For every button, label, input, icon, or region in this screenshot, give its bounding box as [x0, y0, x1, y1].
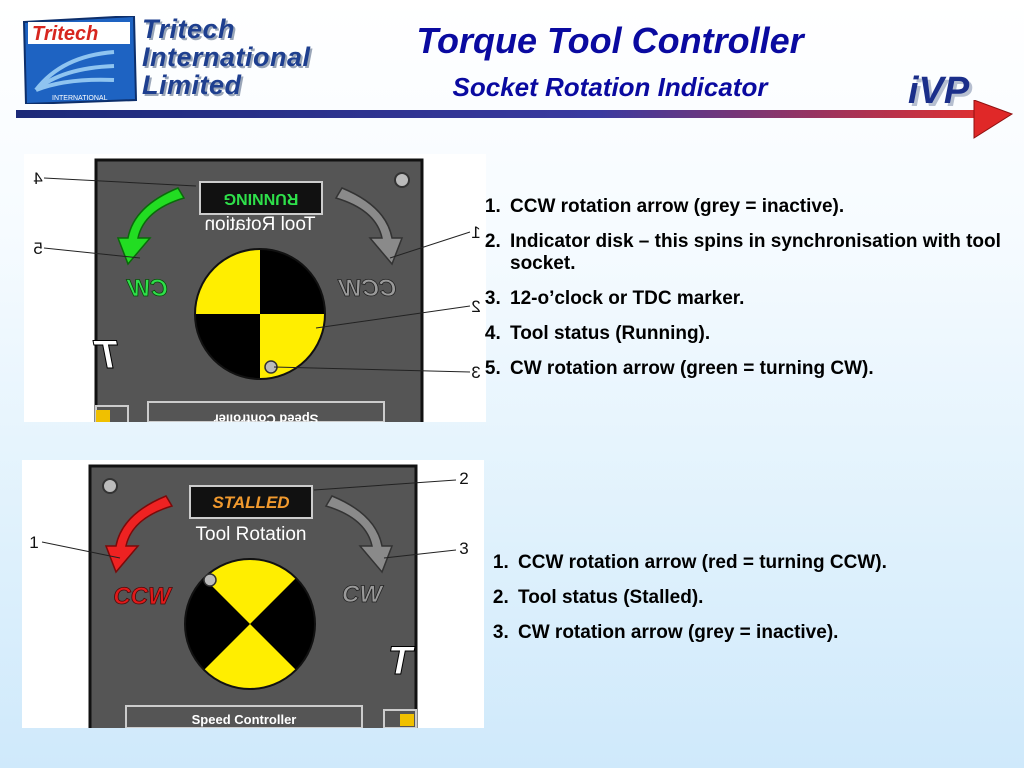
indicator-disk-icon: [194, 248, 326, 380]
status-box: [189, 485, 313, 519]
cw-label: CW: [342, 581, 384, 608]
badge-title: Tritech: [32, 23, 98, 45]
stalled-notes: CCW rotation arrow (red = turning CCW). …: [480, 552, 1010, 657]
note-item: CCW rotation arrow (red = turning CCW).: [514, 552, 1010, 574]
running-panel-screenshot: RUNNING Tool Rotation CW CCW T Speed Con…: [24, 154, 486, 422]
callout-2: 2: [471, 297, 480, 316]
ccw-label: CCW: [113, 583, 173, 610]
speed-controller-label: Speed Controller: [192, 712, 297, 727]
speed-controller-box: [147, 401, 385, 422]
callout-2: 2: [459, 469, 468, 488]
status-running: RUNNING: [224, 190, 299, 207]
company-name: Tritech International Limited: [142, 16, 311, 100]
screw-icon: [102, 478, 118, 494]
note-item: CCW rotation arrow (grey = inactive).: [506, 196, 1002, 218]
tdc-marker-icon: [203, 573, 217, 587]
ccw-label: CCW: [337, 275, 397, 302]
stalled-panel-screenshot: STALLED Tool Rotation CCW CW T Speed Con…: [22, 460, 484, 728]
cw-label: CW: [126, 275, 168, 302]
status-stalled: STALLED: [212, 493, 289, 512]
small-indicator-light: [96, 410, 110, 422]
note-item: Tool status (Running).: [506, 323, 1002, 345]
company-name-line-3: Limited: [142, 70, 242, 100]
status-box: [199, 181, 323, 215]
note-item: Indicator disk – this spins in synchroni…: [506, 231, 1002, 275]
tool-rotation-heading: Tool Rotation: [205, 214, 316, 235]
speed-controller-box: [125, 705, 363, 728]
callout-1: 1: [471, 223, 480, 242]
header-arrow-bar: [16, 100, 1014, 139]
ccw-arrow-icon: [334, 187, 404, 266]
tritech-badge-icon: Tritech INTERNATIONAL: [22, 16, 138, 104]
screw-icon: [394, 172, 410, 188]
callout-5: 5: [33, 239, 42, 258]
note-item: CW rotation arrow (grey = inactive).: [514, 622, 1010, 644]
page-title: Torque Tool Controller: [416, 20, 804, 61]
small-indicator-light: [400, 714, 414, 726]
callout-3: 3: [459, 539, 468, 558]
tritech-logo: Tritech INTERNATIONAL Tritech Internatio…: [18, 14, 348, 106]
big-t-letter: T: [92, 333, 120, 377]
indicator-disk-icon: [184, 558, 316, 690]
note-item: 12-o’clock or TDC marker.: [506, 288, 1002, 310]
cw-arrow-icon: [116, 187, 186, 266]
company-name-line-2: International: [142, 42, 311, 72]
badge-subtitle: INTERNATIONAL: [52, 95, 108, 102]
speed-controller-label: Speed Controller: [214, 412, 319, 422]
cw-arrow-icon: [324, 495, 394, 574]
note-item: CW rotation arrow (green = turning CW).: [506, 358, 1002, 380]
company-name-line-1: Tritech: [142, 14, 236, 44]
running-notes: CCW rotation arrow (grey = inactive). In…: [472, 196, 1002, 393]
page-subtitle: Socket Rotation Indicator: [452, 72, 768, 102]
callout-1: 1: [29, 533, 38, 552]
tool-rotation-heading: Tool Rotation: [196, 524, 307, 545]
big-t-letter: T: [388, 639, 416, 683]
note-item: Tool status (Stalled).: [514, 587, 1010, 609]
callout-3: 3: [471, 363, 480, 382]
ivp-logo: iVP: [908, 70, 970, 112]
callout-4: 4: [33, 169, 42, 188]
ccw-arrow-icon: [104, 495, 174, 574]
